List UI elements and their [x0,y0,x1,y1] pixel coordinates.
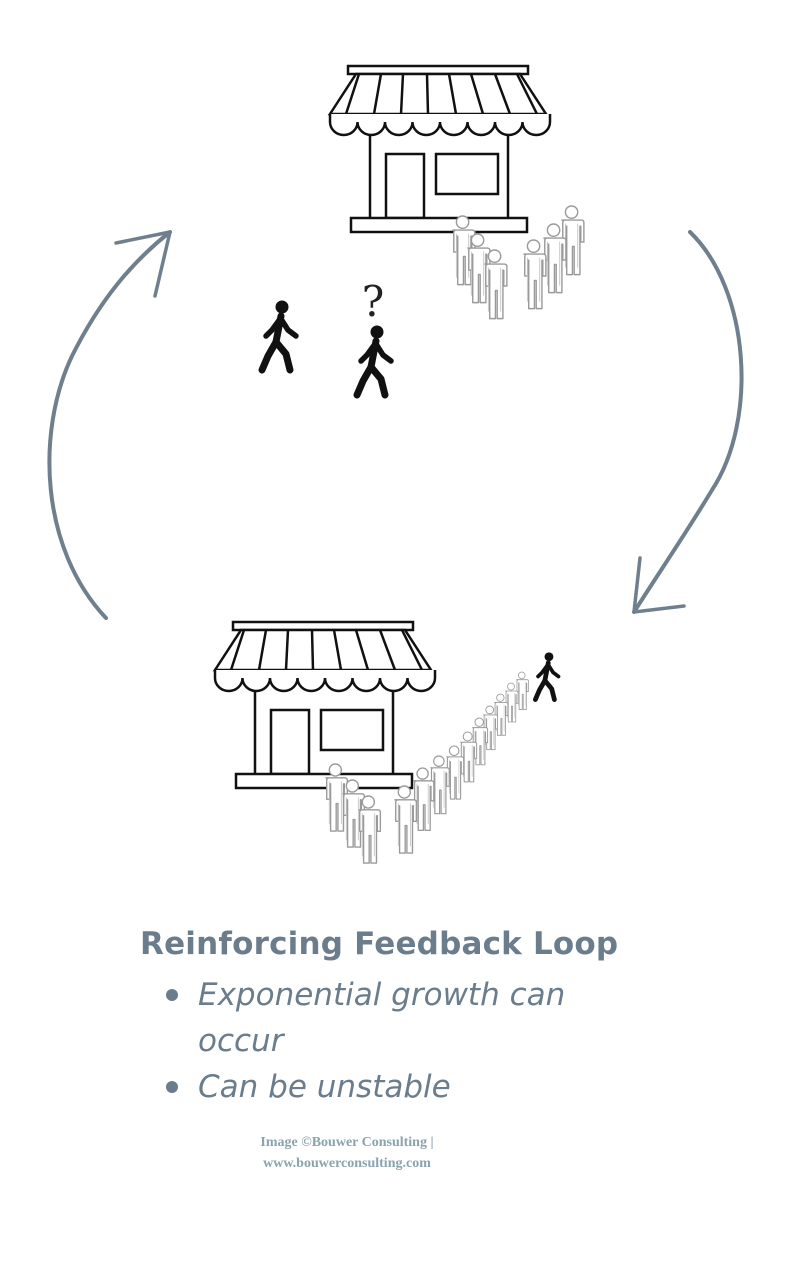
long-queue [325,671,529,864]
loop-arrow-left-icon [47,230,172,620]
caption-bullets: Exponential growth can occur Can be unst… [166,972,606,1110]
credit-line: Image ©Bouwer Consulting | [260,1135,434,1150]
person-outline-icon [394,785,418,854]
shop-icon [328,64,552,234]
person-outline-icon [523,239,547,310]
bullet-dot-icon [166,1081,178,1093]
bullet-item: Can be unstable [166,1064,606,1110]
image-credit: Image ©Bouwer Consulting | www.bouwercon… [0,1132,694,1174]
shop-icon [213,620,437,790]
person-outline-icon [516,671,529,710]
bullet-text: Exponential growth can occur [198,977,566,1059]
credit-url: www.bouwerconsulting.com [263,1156,431,1171]
loop-arrow-right-icon [632,230,744,614]
question-mark-icon: ? [362,277,385,326]
caption-title: Reinforcing Feedback Loop [140,926,619,962]
bullet-item: Exponential growth can occur [166,972,606,1064]
person-walking-icon [357,326,391,396]
person-walking-icon [535,652,558,699]
bullet-text: Can be unstable [198,1069,451,1105]
person-walking-icon [262,301,296,371]
bullet-dot-icon [166,989,178,1001]
